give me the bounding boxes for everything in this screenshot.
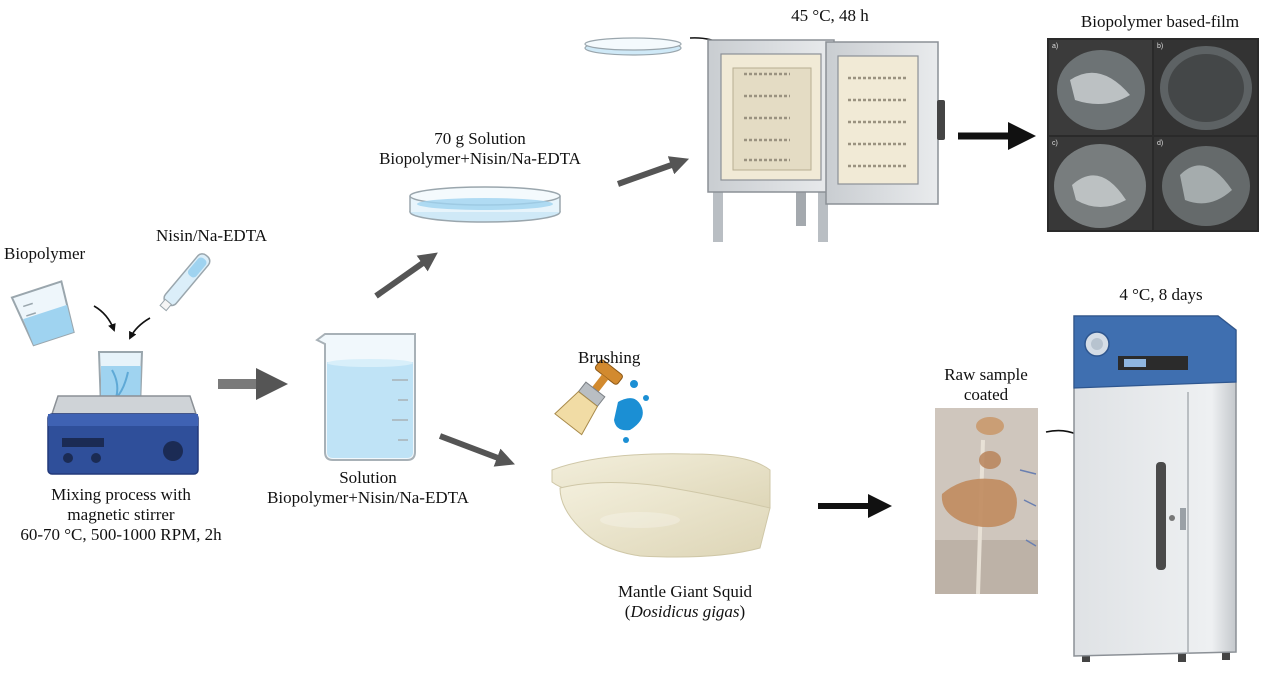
beaker-pour-icon — [10, 280, 75, 347]
solution-line-1: Solution — [339, 468, 397, 487]
squid-caption: Mantle Giant Squid (Dosidicus gigas) — [590, 582, 780, 622]
raw-sample-caption: Raw sample coated — [926, 365, 1046, 405]
squid-mantle-icon — [551, 453, 771, 558]
squid-species: Dosidicus gigas — [630, 602, 740, 621]
petri-caption: 70 g Solution Biopolymer+Nisin/Na-EDTA — [352, 129, 608, 169]
petri-dish-icon — [409, 186, 561, 223]
mixing-line-2: magnetic stirrer — [67, 505, 175, 524]
fridge-condition: 4 °C, 8 days — [1119, 285, 1203, 304]
solution-caption: Solution Biopolymer+Nisin/Na-EDTA — [240, 468, 496, 508]
squid-line-1: Mantle Giant Squid — [617, 582, 753, 601]
oven-condition: 45 °C, 48 h — [791, 6, 869, 25]
raw-line-2: coated — [963, 385, 1009, 404]
squid-open-paren: ( — [624, 602, 631, 621]
brushing-label: Brushing — [578, 348, 641, 367]
mixing-line-3: 60-70 °C, 500-1000 RPM, 2h — [20, 525, 222, 544]
film-panel-a-label: a) — [1052, 43, 1058, 50]
mixing-line-1: Mixing process with — [51, 485, 191, 504]
pipette-icon — [159, 253, 211, 312]
paint-brush-icon — [554, 359, 649, 443]
petri-line-1: 70 g Solution — [434, 129, 526, 148]
film-photo: a) b) c) d) — [1047, 38, 1259, 232]
film-panel-d-label: d) — [1157, 140, 1163, 147]
magnetic-stirrer-icon — [47, 351, 199, 475]
squid-line-2: (Dosidicus gigas) — [590, 602, 780, 622]
petri-line-2: Biopolymer+Nisin/Na-EDTA — [379, 149, 581, 168]
mixing-caption: Mixing process with magnetic stirrer 60-… — [0, 485, 242, 545]
nisin-label: Nisin/Na-EDTA — [156, 226, 268, 245]
squid-close-paren: ) — [739, 602, 746, 621]
biopolymer-label: Biopolymer — [4, 244, 86, 263]
oven-icon — [707, 39, 945, 242]
raw-line-1: Raw sample — [944, 365, 1028, 384]
refrigerator-icon — [1073, 315, 1237, 662]
raw-sample-photo — [935, 408, 1038, 595]
film-panel-c-label: c) — [1052, 140, 1058, 147]
film-panel-b-label: b) — [1157, 43, 1163, 50]
beaker-icon — [315, 333, 416, 461]
solution-line-2: Biopolymer+Nisin/Na-EDTA — [267, 488, 469, 507]
film-title: Biopolymer based-film — [1080, 12, 1240, 31]
petri-dish-icon — [584, 37, 682, 56]
